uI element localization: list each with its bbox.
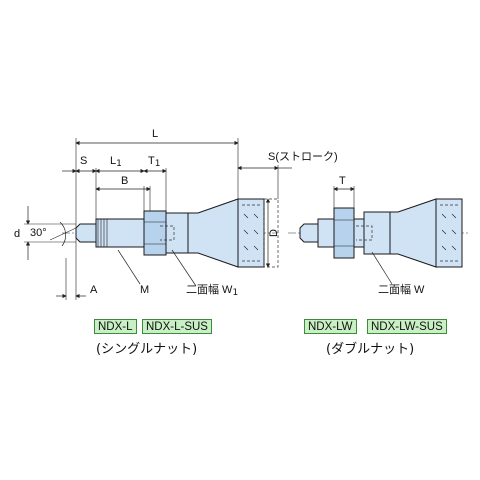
left-threaded-body bbox=[95, 218, 145, 248]
right-plunger-drawing bbox=[288, 198, 470, 268]
right-knob-head bbox=[435, 198, 463, 268]
dim-D-label: D bbox=[268, 229, 280, 237]
flat-width-left-label: 二面幅 W1 bbox=[186, 283, 238, 298]
dim-T-label: T bbox=[339, 175, 346, 187]
dim-T1-label: T1 bbox=[148, 155, 160, 169]
dim-B-label: B bbox=[121, 175, 128, 187]
left-body-hex bbox=[165, 212, 189, 254]
left-knurl-marks bbox=[242, 204, 260, 262]
right-body-hex bbox=[363, 211, 391, 255]
angle-label: 30° bbox=[30, 227, 47, 239]
left-hex-nut bbox=[143, 210, 167, 256]
dim-stroke-label: S(ストローク) bbox=[268, 150, 338, 163]
left-stroke-phantom bbox=[263, 198, 279, 268]
right-pin bbox=[299, 223, 319, 243]
dim-S-label: S bbox=[80, 155, 87, 167]
leader-W bbox=[371, 251, 393, 285]
tag-ndx-l-sus: NDX-L-SUS bbox=[142, 319, 212, 334]
angle-arc bbox=[59, 221, 66, 247]
left-thread-lines bbox=[97, 219, 108, 247]
right-threaded-body bbox=[317, 218, 335, 248]
right-knob-cone bbox=[389, 198, 437, 268]
left-knob-head bbox=[237, 198, 265, 268]
right-thread-mid bbox=[353, 218, 365, 248]
left-knob-cone bbox=[187, 198, 239, 268]
tag-ndx-l: NDX-L bbox=[94, 319, 137, 334]
dim-M-label: M bbox=[140, 284, 149, 296]
dim-d-label: d bbox=[14, 228, 20, 240]
dim-L-label: L bbox=[152, 128, 158, 140]
left-pin bbox=[75, 223, 97, 243]
leader-M bbox=[117, 249, 141, 285]
tag-ndx-lw-sus: NDX-LW-SUS bbox=[367, 319, 447, 334]
leader-W1 bbox=[171, 249, 197, 287]
right-knurl-marks bbox=[440, 204, 458, 262]
right-nut-1 bbox=[333, 207, 355, 259]
dim-L1-label: L1 bbox=[110, 155, 122, 169]
caption-single-nut: (シングルナット) bbox=[96, 342, 198, 357]
caption-double-nut: (ダブルナット) bbox=[326, 342, 415, 357]
tag-ndx-lw: NDX-LW bbox=[304, 319, 357, 334]
flat-width-right-label: 二面幅 W bbox=[378, 283, 425, 296]
dim-A-label: A bbox=[90, 284, 98, 296]
left-plunger-drawing bbox=[62, 198, 279, 268]
